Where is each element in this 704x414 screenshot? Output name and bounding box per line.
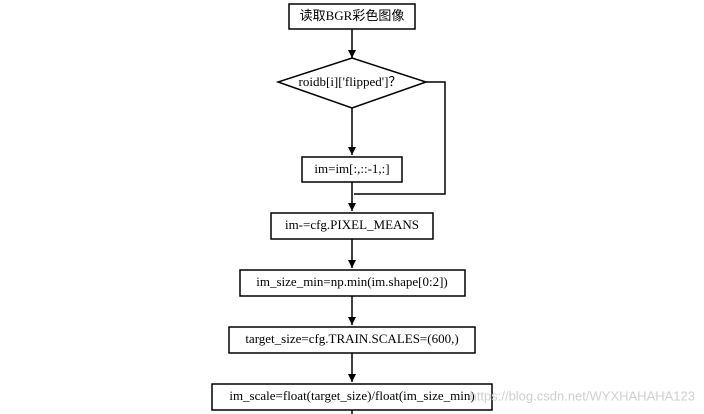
node-label: im_scale=float(target_size)/float(im_siz… <box>229 388 474 403</box>
node-target-size: target_size=cfg.TRAIN.SCALES=(600,) <box>228 326 476 354</box>
edges <box>348 29 446 414</box>
process-box <box>270 212 434 240</box>
node-im-size-min: im_size_min=np.min(im.shape[0:2]) <box>239 269 466 297</box>
watermark: https://blog.csdn.net/WYXHAHAHA123 <box>470 388 695 403</box>
process-box <box>288 3 416 30</box>
node-label: roidb[i]['flipped']？ <box>299 74 402 89</box>
node-flipped-check: roidb[i]['flipped']？ <box>275 57 429 109</box>
process-box <box>228 326 476 354</box>
node-label: 读取BGR彩色图像 <box>300 8 405 23</box>
process-box <box>211 383 493 411</box>
decision-diamond <box>275 57 429 109</box>
process-box <box>239 269 466 297</box>
process-box <box>301 156 403 183</box>
edge-decision-bypass <box>354 81 446 195</box>
node-read-bgr: 读取BGR彩色图像 <box>288 3 416 30</box>
node-flip-image: im=im[:,::-1,:] <box>301 156 403 183</box>
node-label: target_size=cfg.TRAIN.SCALES=(600,) <box>245 331 458 346</box>
node-label: im-=cfg.PIXEL_MEANS <box>285 217 419 232</box>
node-label: im_size_min=np.min(im.shape[0:2]) <box>256 274 447 289</box>
nodes: 读取BGR彩色图像 roidb[i]['flipped']？ im=im[:,:… <box>211 3 493 411</box>
node-label: im=im[:,::-1,:] <box>314 161 389 176</box>
node-im-scale: im_scale=float(target_size)/float(im_siz… <box>211 383 493 411</box>
node-subtract-means: im-=cfg.PIXEL_MEANS <box>270 212 434 240</box>
